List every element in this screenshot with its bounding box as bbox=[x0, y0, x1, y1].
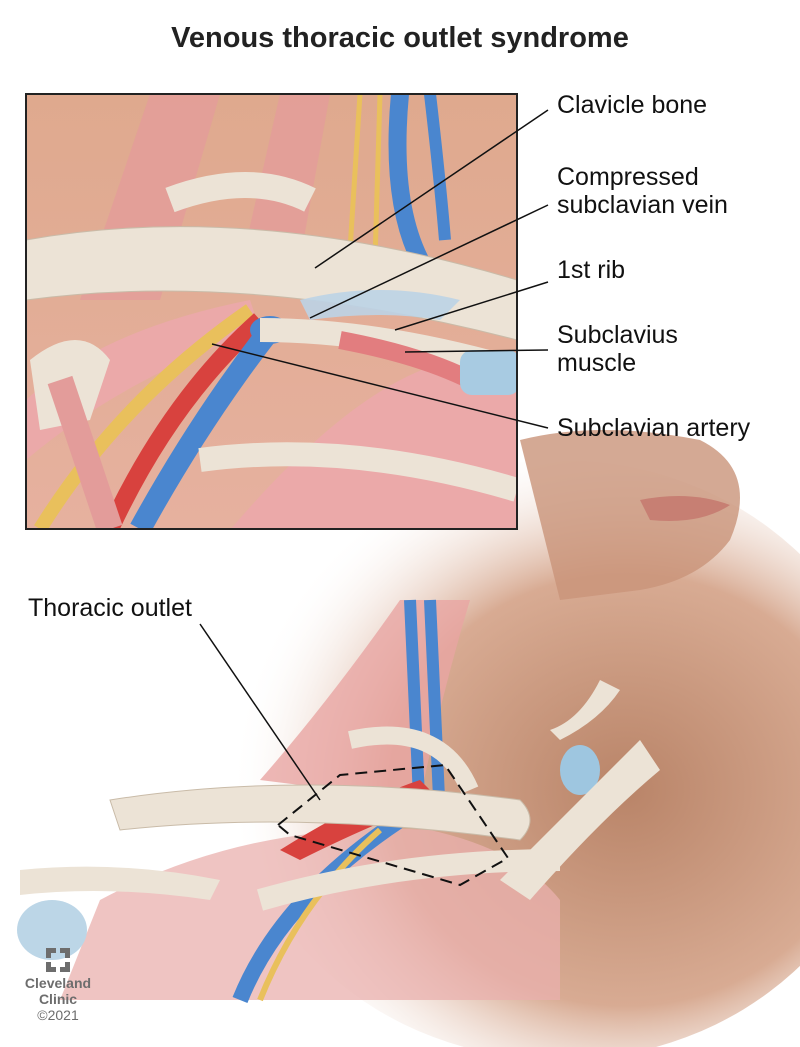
label-line: Compressed bbox=[557, 163, 699, 191]
cleveland-clinic-logo: Cleveland Clinic ©2021 bbox=[18, 948, 98, 1023]
thoracic-outlet-outline bbox=[276, 763, 510, 887]
cleveland-clinic-logo-icon bbox=[46, 948, 70, 972]
copyright: ©2021 bbox=[37, 1007, 79, 1023]
label-compressed-vein: Compressed subclavian vein bbox=[557, 163, 728, 219]
label-line: muscle bbox=[557, 349, 637, 377]
leader-lines bbox=[199, 109, 549, 801]
label-clavicle-bone: Clavicle bone bbox=[557, 91, 708, 119]
inset-closeup bbox=[26, 94, 517, 529]
logo-name-line1: Cleveland bbox=[24, 975, 92, 991]
label-line: Subclavius bbox=[557, 321, 678, 349]
inset-frame bbox=[25, 93, 518, 530]
label-subclavian-artery: Subclavian artery bbox=[557, 414, 751, 442]
page-title: Venous thoracic outlet syndrome bbox=[171, 22, 629, 54]
lips bbox=[640, 496, 730, 521]
lower-anatomy bbox=[17, 599, 660, 1003]
logo-name-line2: Clinic bbox=[38, 991, 78, 1007]
label-subclavius-muscle: Subclavius muscle bbox=[557, 321, 678, 377]
label-thoracic-outlet: Thoracic outlet bbox=[28, 594, 192, 622]
label-line: subclavian vein bbox=[557, 191, 728, 219]
label-first-rib: 1st rib bbox=[557, 256, 626, 284]
